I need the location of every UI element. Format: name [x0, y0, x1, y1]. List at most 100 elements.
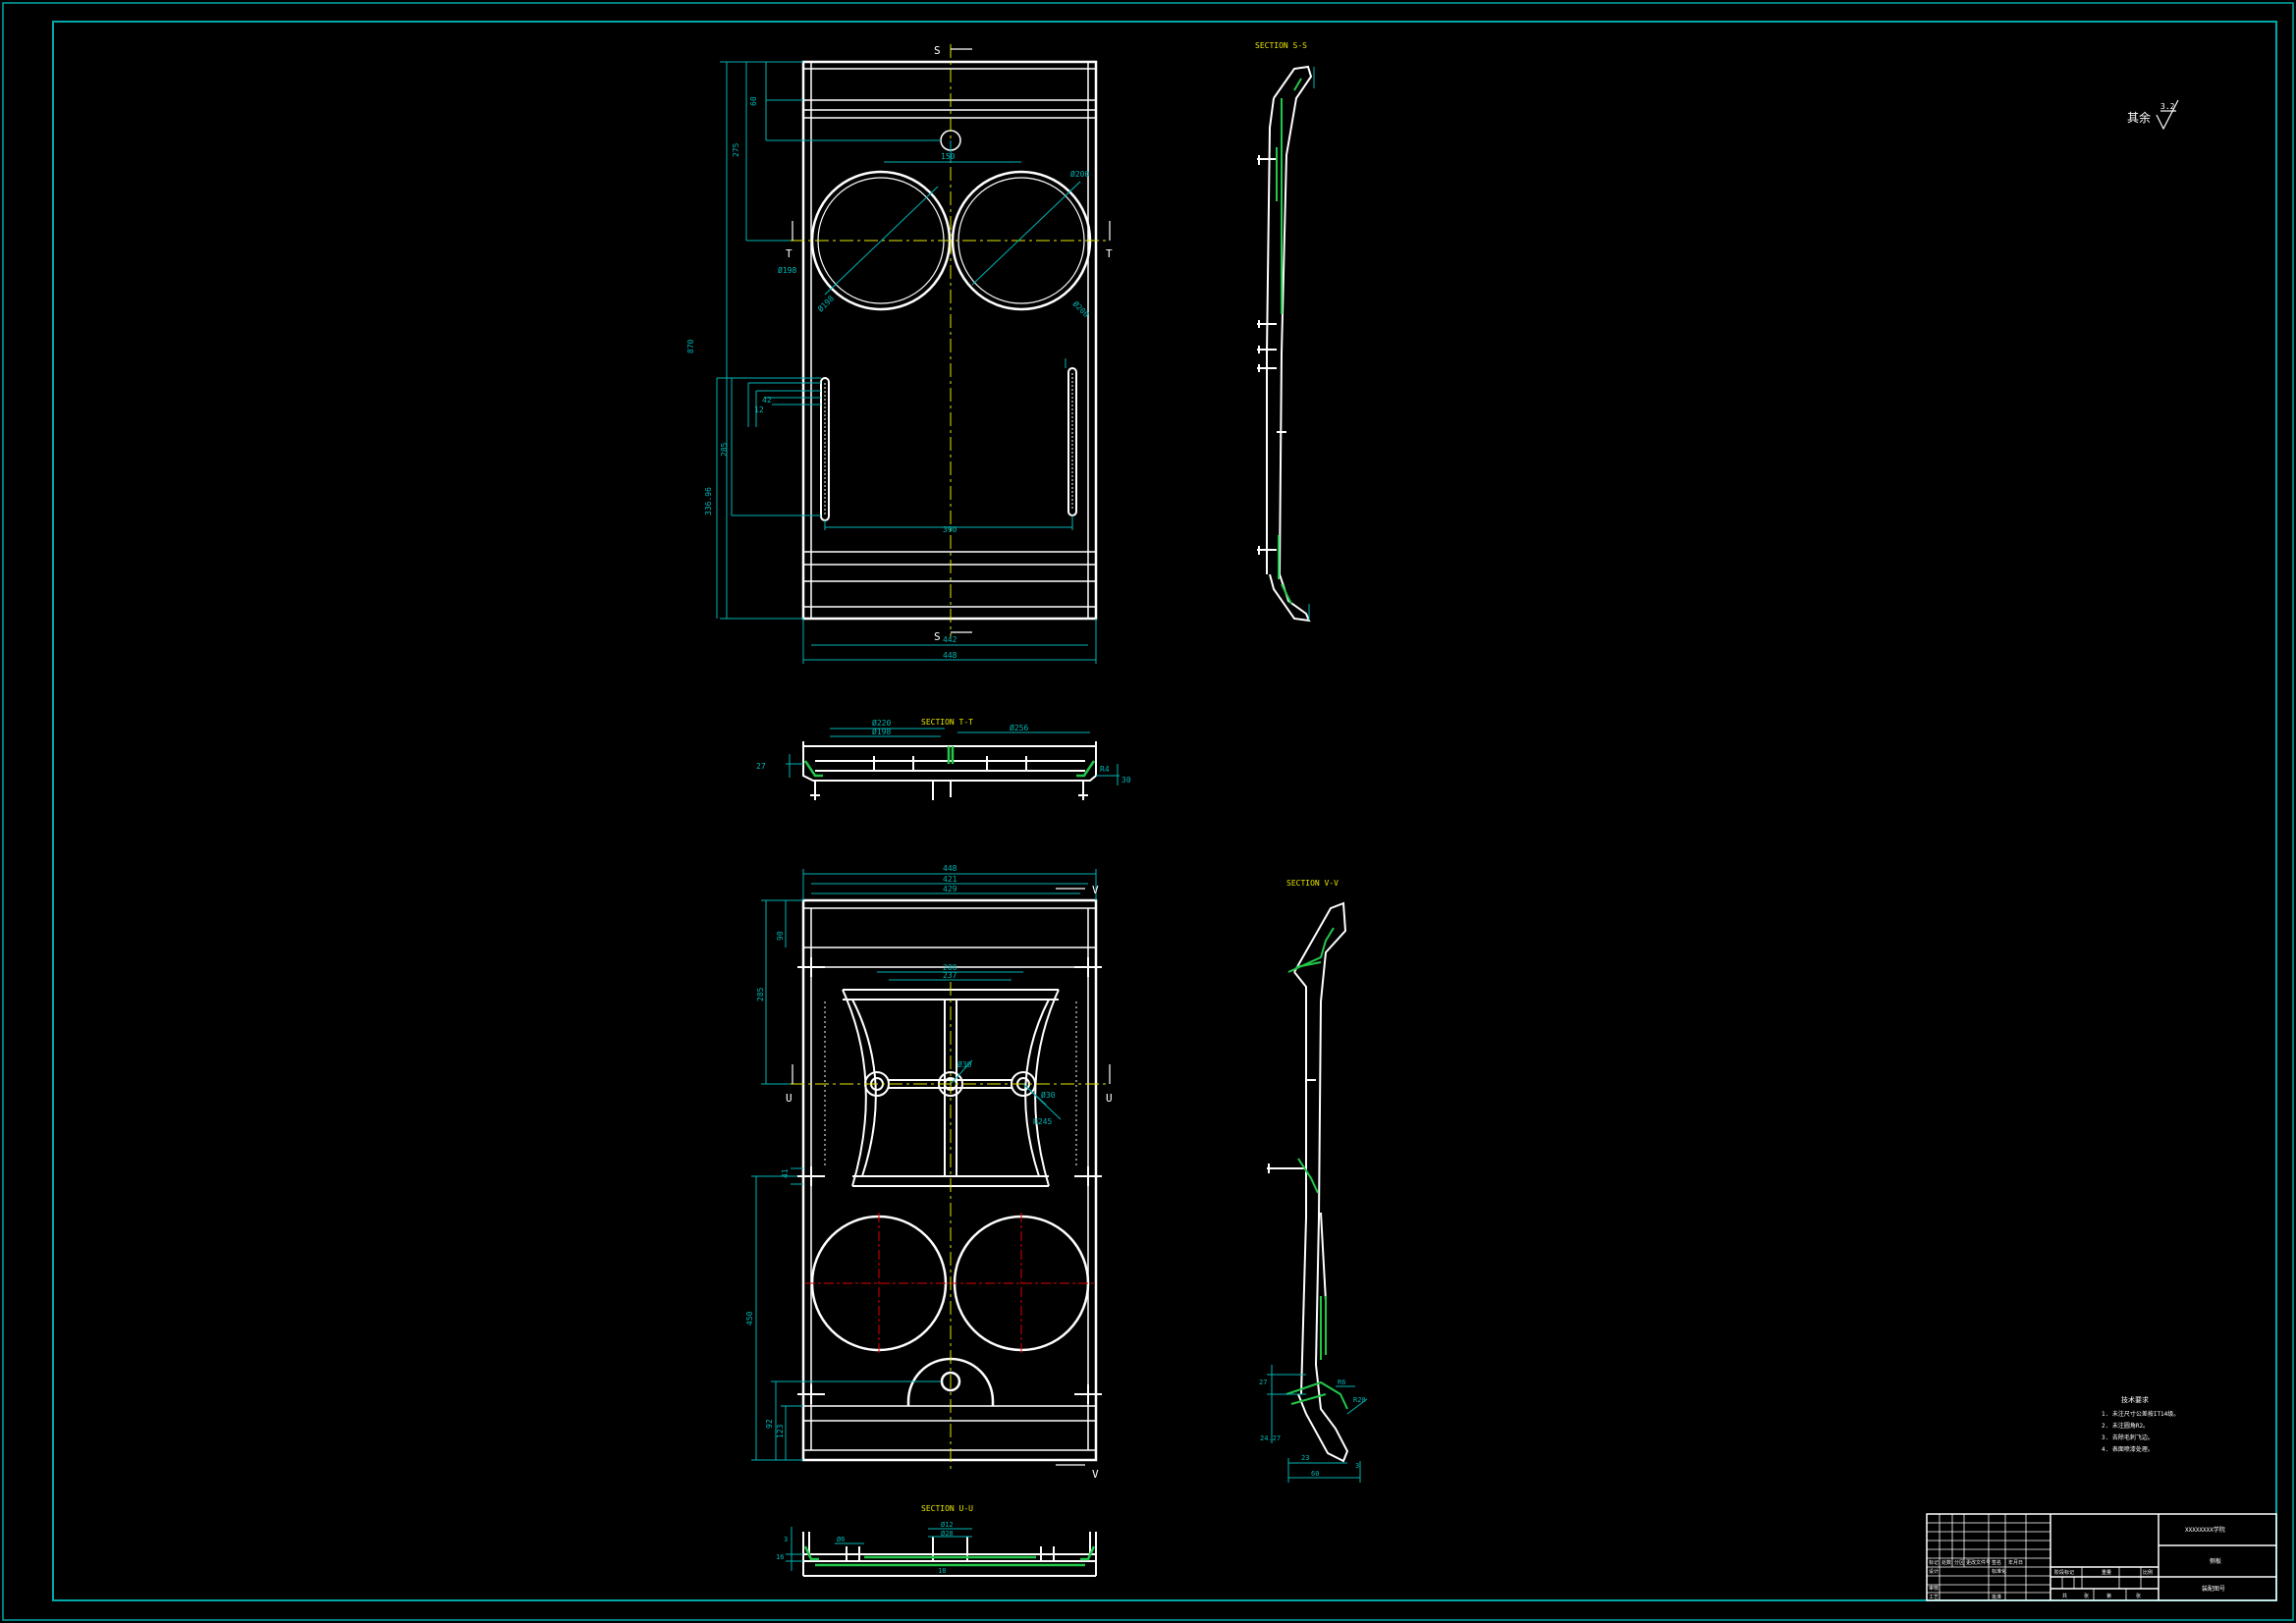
- svg-text:重量: 重量: [2102, 1569, 2111, 1576]
- svg-text:41: 41: [781, 1168, 790, 1178]
- svg-text:R20: R20: [1353, 1396, 1366, 1404]
- svg-text:Ø12: Ø12: [941, 1521, 954, 1529]
- surface-note-value: 3.2: [2160, 102, 2175, 111]
- plan-bottom-dim-text: 448 421 429 200 237 90 285 450 92 123 Ø3…: [745, 864, 1056, 1438]
- section-t-t: SECTION T-T: [756, 718, 1131, 800]
- svg-text:200: 200: [943, 963, 957, 972]
- svg-text:92: 92: [765, 1419, 774, 1429]
- svg-text:标记: 标记: [1929, 1559, 1939, 1566]
- svg-text:870: 870: [686, 339, 695, 353]
- svg-text:30: 30: [1121, 776, 1131, 784]
- surface-roughness-note: 其余 3.2: [2127, 99, 2179, 131]
- svg-text:448: 448: [943, 864, 957, 873]
- svg-text:Ø256: Ø256: [1010, 723, 1028, 732]
- section-s-s: SECTION S-S: [1255, 41, 1315, 622]
- svg-text:Ø6: Ø6: [837, 1536, 845, 1543]
- svg-text:阶段标记: 阶段标记: [2054, 1569, 2074, 1576]
- title-block-drawing-no: 装配图号: [2202, 1585, 2225, 1593]
- svg-text:分区: 分区: [1954, 1559, 1964, 1566]
- svg-text:3: 3: [1355, 1462, 1359, 1470]
- tech-note-3: 3. 去除毛刺飞边。: [2102, 1434, 2154, 1441]
- svg-text:标准化: 标准化: [1992, 1568, 2006, 1575]
- svg-text:285: 285: [720, 442, 729, 457]
- plan-view-top: 60 275 870 12 42 285 336.96 150 Ø198 Ø19…: [686, 44, 1113, 664]
- plan-bottom-dimensions: [751, 869, 1097, 1461]
- svg-text:Ø198: Ø198: [872, 727, 891, 736]
- section-t-t-title: SECTION T-T: [921, 718, 973, 727]
- svg-text:R245: R245: [1033, 1117, 1052, 1126]
- section-s-s-hatch: [1276, 78, 1302, 605]
- plan-top-dimensions: [716, 61, 1097, 664]
- svg-text:90: 90: [776, 931, 785, 941]
- svg-text:Ø30: Ø30: [1041, 1090, 1056, 1100]
- svg-text:429: 429: [943, 885, 957, 893]
- section-v-v-hatch: [1285, 927, 1348, 1410]
- svg-text:处数: 处数: [1941, 1559, 1951, 1566]
- svg-text:150: 150: [941, 152, 956, 161]
- tech-notes-title: 技术要求: [2121, 1395, 2149, 1404]
- svg-text:张: 张: [2084, 1593, 2089, 1599]
- svg-text:60: 60: [1311, 1470, 1319, 1478]
- svg-text:27: 27: [756, 762, 766, 771]
- svg-text:T: T: [1106, 247, 1113, 260]
- svg-text:Ø30: Ø30: [957, 1059, 972, 1069]
- svg-text:年月日: 年月日: [2008, 1559, 2023, 1566]
- svg-text:60: 60: [749, 96, 758, 106]
- svg-text:比例: 比例: [2143, 1569, 2153, 1576]
- svg-text:设计: 设计: [1929, 1568, 1939, 1575]
- svg-text:Ø198: Ø198: [778, 265, 796, 275]
- svg-text:390: 390: [943, 525, 957, 534]
- title-block-part: 侧板: [2210, 1557, 2221, 1565]
- section-v-v: SECTION V-V: [1259, 879, 1368, 1483]
- surface-note-label: 其余: [2127, 110, 2151, 125]
- svg-text:R4: R4: [1100, 765, 1110, 774]
- svg-text:共: 共: [2062, 1593, 2067, 1599]
- title-block: XXXXXXXX学院 侧板 装配图号 标记 处数 分区 更改文件号 签名 年月日…: [1926, 1513, 2277, 1601]
- title-block-school: XXXXXXXX学院: [2185, 1526, 2225, 1534]
- svg-text:448: 448: [943, 651, 957, 660]
- section-u-u: SECTION U-U: [776, 1504, 1097, 1577]
- svg-text:23: 23: [1301, 1454, 1309, 1462]
- svg-text:审核: 审核: [1929, 1585, 1939, 1592]
- section-s-s-title: SECTION S-S: [1255, 41, 1307, 50]
- svg-text:批准: 批准: [1992, 1594, 2001, 1600]
- svg-text:42: 42: [762, 396, 772, 405]
- svg-text:V: V: [1092, 1468, 1099, 1481]
- svg-text:R6: R6: [1338, 1379, 1345, 1386]
- svg-text:V: V: [1092, 884, 1099, 896]
- svg-text:S: S: [934, 630, 941, 643]
- svg-text:16: 16: [776, 1553, 784, 1561]
- svg-text:U: U: [786, 1092, 793, 1105]
- tech-note-4: 4. 表面喷漆处理。: [2102, 1445, 2154, 1453]
- plan-view-bottom: 448 421 429 200 237 90 285 450 92 123 Ø3…: [745, 864, 1113, 1481]
- svg-text:U: U: [1106, 1092, 1113, 1105]
- tech-note-2: 2. 未注圆角R2。: [2102, 1422, 2149, 1430]
- svg-text:3: 3: [784, 1536, 788, 1543]
- svg-text:12: 12: [754, 406, 764, 414]
- svg-text:S: S: [934, 44, 941, 57]
- svg-text:275: 275: [732, 142, 740, 157]
- svg-text:T: T: [786, 247, 793, 260]
- svg-text:27: 27: [1259, 1379, 1267, 1386]
- svg-text:285: 285: [756, 987, 765, 1001]
- svg-text:签名: 签名: [1992, 1559, 2001, 1566]
- svg-text:450: 450: [745, 1311, 754, 1325]
- svg-text:237: 237: [943, 971, 957, 980]
- svg-text:Ø28: Ø28: [941, 1530, 954, 1538]
- svg-text:442: 442: [943, 635, 957, 644]
- section-v-v-title: SECTION V-V: [1286, 879, 1339, 888]
- svg-text:Ø220: Ø220: [872, 718, 891, 728]
- svg-text:421: 421: [943, 875, 957, 884]
- svg-text:张: 张: [2136, 1593, 2141, 1599]
- svg-text:更改文件号: 更改文件号: [1966, 1559, 1991, 1566]
- section-u-u-title: SECTION U-U: [921, 1504, 973, 1513]
- svg-text:第: 第: [2106, 1593, 2111, 1599]
- svg-text:24.27: 24.27: [1260, 1434, 1281, 1442]
- svg-text:Ø200: Ø200: [1070, 169, 1089, 179]
- technical-requirements: 技术要求 1. 未注尺寸公差按IT14级。 2. 未注圆角R2。 3. 去除毛刺…: [2102, 1395, 2179, 1453]
- svg-text:工艺: 工艺: [1929, 1595, 1939, 1600]
- tech-note-1: 1. 未注尺寸公差按IT14级。: [2102, 1410, 2179, 1418]
- svg-text:336.96: 336.96: [704, 487, 713, 515]
